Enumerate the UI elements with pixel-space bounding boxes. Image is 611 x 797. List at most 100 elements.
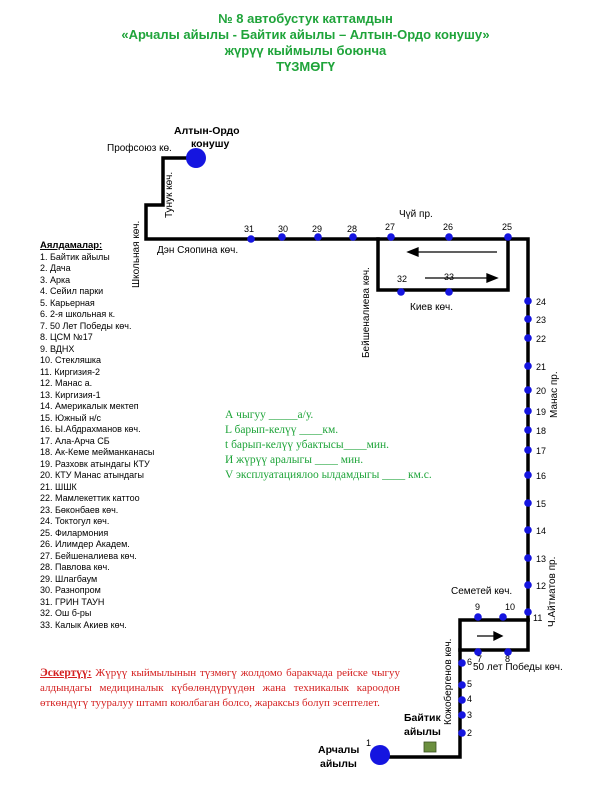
legend-item: 3. Арка xyxy=(40,274,71,285)
legend-item: 12. Манас а. xyxy=(40,378,93,388)
stop-number-13: 13 xyxy=(536,554,547,564)
legend-item: 6. 2-я школьная к. xyxy=(40,309,116,319)
stop-number-7: 7 xyxy=(477,654,483,664)
route-south-trunk xyxy=(378,618,530,759)
legend-item: 11. Киргизия-2 xyxy=(40,366,100,377)
stop-19 xyxy=(524,407,532,415)
street-semetey: Семетей көч. xyxy=(451,586,513,597)
terminal-bottom-name-2: айылы xyxy=(320,758,357,770)
legend-item: 15. Южный н/с xyxy=(40,412,102,423)
title-line-1: № 8 автобустук каттамдын xyxy=(218,11,393,26)
legend-item: 32. Ош б-ры xyxy=(40,608,92,618)
terminal-bottom-name-1: Арчалы xyxy=(318,744,360,756)
legend-item: 17. Ала-Арча СБ xyxy=(40,435,110,446)
stop-33 xyxy=(445,288,453,296)
stop-number-4: 4 xyxy=(467,694,473,704)
note-text: Жүрүү кыймылынын түзмөгү жолдомо баракча… xyxy=(40,667,400,709)
legend-item: 33. Калык Акиев көч. xyxy=(40,619,127,630)
stop-number-21: 21 xyxy=(536,362,547,372)
stop-number-32: 32 xyxy=(397,274,408,284)
arrow-chuy-head xyxy=(406,247,419,257)
legend-item: 9. ВДНХ xyxy=(40,343,75,354)
stop-markers xyxy=(186,148,532,765)
legend-item: 2. Дача xyxy=(40,263,71,273)
stop-27 xyxy=(387,233,395,241)
legend-item: 22. Мамлекеттик каттоо xyxy=(40,493,140,503)
legend-item: 24. Токтогул көч. xyxy=(40,516,110,526)
stop-number-17: 17 xyxy=(536,446,547,456)
param-i: И жүрүү аралыгы ____ мин. xyxy=(225,454,364,466)
route-pobedy-loop xyxy=(458,618,530,652)
street-aitmatov: Ч.Айтматов пр. xyxy=(547,556,558,627)
terminal-archaly-marker xyxy=(370,745,390,765)
stop-32 xyxy=(397,288,405,296)
terminal-altyn-ordo-marker xyxy=(186,148,206,168)
street-manas: Манас пр. xyxy=(549,371,560,418)
stop-20 xyxy=(524,386,532,394)
legend-item: 31. ГРИН ТАУН xyxy=(40,596,105,607)
stop-29 xyxy=(314,233,322,241)
stop-26 xyxy=(445,233,453,241)
stop-number-9: 9 xyxy=(475,602,481,612)
stop-number-30: 30 xyxy=(278,224,289,234)
stop-16 xyxy=(524,471,532,479)
stop-14 xyxy=(524,526,532,534)
stop-number-33: 33 xyxy=(444,272,455,282)
stop-21 xyxy=(524,362,532,370)
legend-item: 7. 50 Лет Победы көч. xyxy=(40,320,132,331)
legend-item: 13. Киргизия-1 xyxy=(40,389,101,400)
legend-item: 1. Байтик айылы xyxy=(40,251,110,262)
stop-10 xyxy=(499,613,507,621)
stop-6 xyxy=(458,659,466,667)
stop-7 xyxy=(474,648,482,656)
stop-17 xyxy=(524,446,532,454)
param-t: t барып-келүү убактысы____мин. xyxy=(225,439,390,451)
legend-item: 27. Бейшеналиева көч. xyxy=(40,550,137,561)
street-tunuk: Тунук көч. xyxy=(164,171,175,218)
legend-item: 5. Карьерная xyxy=(40,297,95,308)
street-den-syaopina: Дэн Сяопина көч. xyxy=(157,245,239,256)
stops-legend: Аялдамалар: 1. Байтик айылы 2. Дача 3. А… xyxy=(40,240,154,631)
stop-28 xyxy=(349,233,357,241)
stop-number-8: 8 xyxy=(505,654,511,664)
terminal-top-name-1: Алтын-Ордо xyxy=(174,125,240,137)
street-profsoyuz: Профсоюз кө. xyxy=(107,143,172,154)
stop-9 xyxy=(474,613,482,621)
stop-number-3: 3 xyxy=(467,710,473,720)
stop-25 xyxy=(504,233,512,241)
baitik-square xyxy=(423,741,437,753)
stop-18 xyxy=(524,426,532,434)
legend-heading: Аялдамалар: xyxy=(40,240,103,251)
stop-number-14: 14 xyxy=(536,526,547,536)
stop-2 xyxy=(458,729,466,737)
stop-number-15: 15 xyxy=(536,499,547,509)
stop-number-5: 5 xyxy=(467,679,473,689)
legend-item: 18. Ак-Кеме мейманканасы xyxy=(40,447,155,457)
legend-item: 16. Ы.Абдрахманов көч. xyxy=(40,424,141,434)
route-kiev-loop xyxy=(376,237,510,292)
stop-24 xyxy=(524,297,532,305)
street-beishenalieva: Бейшеналиева көч. xyxy=(361,267,372,358)
stop-number-26: 26 xyxy=(443,222,454,232)
stop-13 xyxy=(524,554,532,562)
stop-23 xyxy=(524,315,532,323)
stop-number-23: 23 xyxy=(536,315,547,325)
route-lines xyxy=(144,156,530,759)
stop-number-28: 28 xyxy=(347,224,358,234)
route-parameters: А чыгуу _____а/у. L барып-келүү ____км. … xyxy=(225,408,432,483)
street-kojobergenov: Кожобергенов көч. xyxy=(443,638,454,725)
stop-22 xyxy=(524,334,532,342)
legend-item: 14. Америкалык мектеп xyxy=(40,401,139,411)
title-line-3: жүрүү кыймылы боюнча xyxy=(224,43,387,58)
stop-number-18: 18 xyxy=(536,426,547,436)
arrow-kiev-head xyxy=(486,273,499,283)
stop-3 xyxy=(458,711,466,719)
title-line-2: «Арчалы айылы - Байтик айылы – Алтын-Орд… xyxy=(121,27,490,42)
stop-11 xyxy=(524,608,532,616)
stop-30 xyxy=(278,233,286,241)
legend-item: 10. Стекляшка xyxy=(40,355,102,365)
legend-item: 28. Павлова көч. xyxy=(40,562,110,572)
stop-5 xyxy=(458,681,466,689)
legend-item: 8. ЦСМ №17 xyxy=(40,332,93,342)
legend-item: 4. Сейил парки xyxy=(40,286,104,296)
